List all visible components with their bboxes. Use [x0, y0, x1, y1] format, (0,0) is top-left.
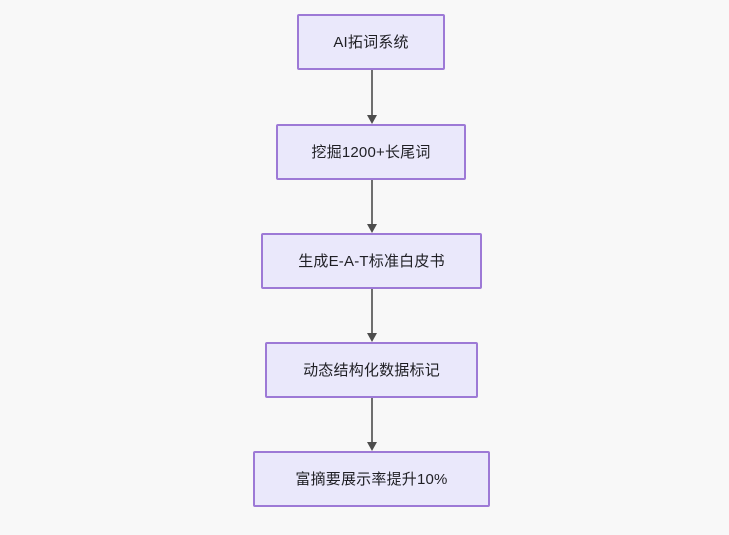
edge-shaft	[371, 289, 373, 334]
flow-edge-n1-n2	[365, 70, 379, 124]
flow-edge-n4-n5	[365, 398, 379, 451]
edge-shaft	[371, 70, 373, 116]
flow-node-label: 挖掘1200+长尾词	[311, 143, 431, 161]
edge-shaft	[371, 180, 373, 225]
edge-shaft	[371, 398, 373, 443]
flow-node-n3[interactable]: 生成E-A-T标准白皮书	[261, 233, 482, 289]
flow-node-label: AI拓词系统	[333, 33, 409, 51]
arrowhead-icon	[367, 115, 377, 124]
arrowhead-icon	[367, 442, 377, 451]
flow-node-label: 动态结构化数据标记	[303, 361, 440, 379]
flow-node-n1[interactable]: AI拓词系统	[297, 14, 445, 70]
flow-node-n4[interactable]: 动态结构化数据标记	[265, 342, 478, 398]
flow-node-label: 富摘要展示率提升10%	[295, 470, 448, 488]
flow-edge-n2-n3	[365, 180, 379, 233]
flow-node-n2[interactable]: 挖掘1200+长尾词	[276, 124, 466, 180]
flow-edge-n3-n4	[365, 289, 379, 342]
arrowhead-icon	[367, 224, 377, 233]
arrowhead-icon	[367, 333, 377, 342]
flow-node-n5[interactable]: 富摘要展示率提升10%	[253, 451, 490, 507]
flow-node-label: 生成E-A-T标准白皮书	[298, 252, 445, 270]
